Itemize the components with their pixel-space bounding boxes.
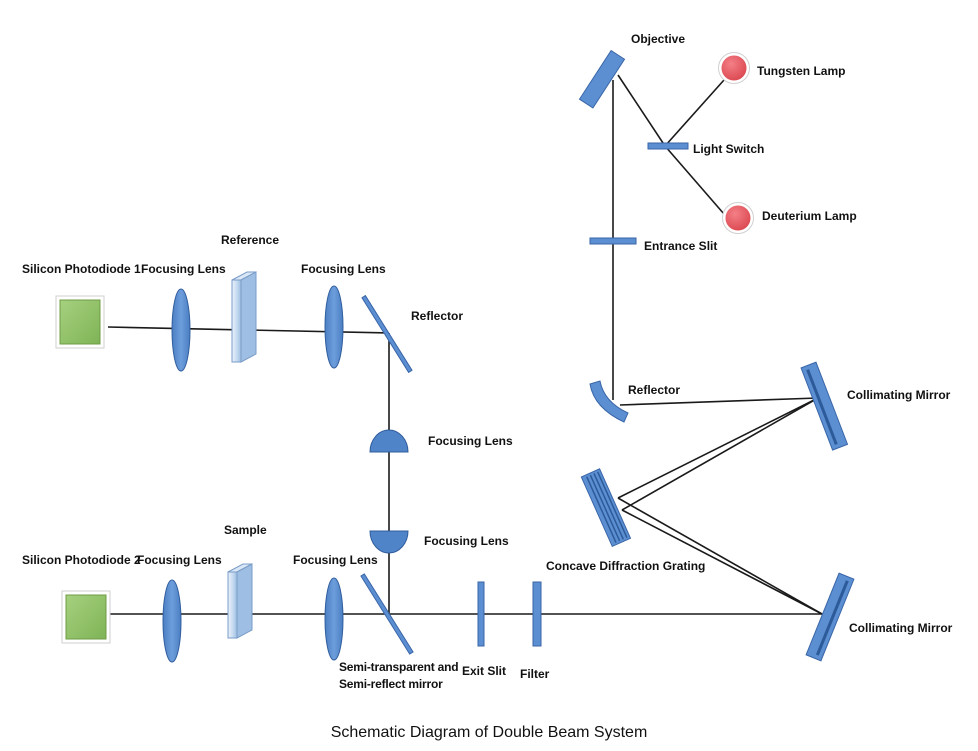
ray-switch-objective <box>617 74 666 147</box>
label-collimating-mirror-top: Collimating Mirror <box>847 388 951 402</box>
label-semi-mirror-line2: Semi-reflect mirror <box>339 677 443 691</box>
silicon-photodiode-2 <box>61 590 111 644</box>
semi-transparent-mirror <box>360 573 414 655</box>
ray-grating-collimator2-a <box>617 497 823 615</box>
focusing-lens-3 <box>162 579 182 663</box>
concave-diffraction-grating <box>580 468 632 548</box>
focusing-lens-mid-bottom <box>369 530 409 554</box>
reflector-plane-mirror <box>361 294 413 374</box>
label-entrance-slit: Entrance Slit <box>644 239 717 253</box>
label-concave-grating: Concave Diffraction Grating <box>546 559 705 573</box>
ray-lamp-tungsten-switch <box>664 79 725 147</box>
label-focusing-lens-4: Focusing Lens <box>293 553 378 567</box>
label-tungsten-lamp: Tungsten Lamp <box>757 64 845 78</box>
focusing-lens-2 <box>324 285 344 369</box>
label-deuterium-lamp: Deuterium Lamp <box>762 209 857 223</box>
collimating-mirror-top <box>800 361 849 451</box>
filter <box>532 581 542 647</box>
label-collimating-mirror-bottom: Collimating Mirror <box>849 621 953 635</box>
label-objective: Objective <box>631 32 685 46</box>
label-light-switch: Light Switch <box>693 142 764 156</box>
ray-reflector-collimator <box>619 397 819 406</box>
entrance-slit <box>589 237 637 245</box>
label-reflector-top: Reflector <box>628 383 680 397</box>
light-switch <box>647 142 689 150</box>
ray-collimator-grating-b <box>621 397 819 511</box>
ray-grating-collimator2-b <box>621 509 823 615</box>
label-focusing-lens-mid-top: Focusing Lens <box>428 434 513 448</box>
diagram-caption: Schematic Diagram of Double Beam System <box>331 724 648 741</box>
focusing-lens-mid-top <box>369 429 409 453</box>
focusing-lens-1 <box>171 288 191 372</box>
silicon-photodiode-1 <box>55 295 105 349</box>
reflector-curved-mirror <box>589 380 629 423</box>
deuterium-lamp <box>722 202 754 234</box>
label-focusing-lens-mid-bottom: Focusing Lens <box>424 534 509 548</box>
collimating-mirror-bottom <box>805 572 855 662</box>
labels: Objective Tungsten Lamp Light Switch Deu… <box>22 32 953 741</box>
label-focusing-lens-2: Focusing Lens <box>301 262 386 276</box>
reference-cuvette <box>231 271 257 363</box>
label-sample: Sample <box>224 523 267 537</box>
focusing-lens-4 <box>324 577 344 661</box>
label-reflector-left: Reflector <box>411 309 463 323</box>
sample-cuvette <box>227 563 253 639</box>
tungsten-lamp <box>718 52 750 84</box>
objective-mirror <box>578 49 626 109</box>
label-reference: Reference <box>221 233 279 247</box>
label-exit-slit: Exit Slit <box>462 664 506 678</box>
label-focusing-lens-3: Focusing Lens <box>137 553 222 567</box>
label-silicon-photodiode-2: Silicon Photodiode 2 <box>22 553 141 567</box>
label-semi-mirror-line1: Semi-transparent and <box>339 660 458 674</box>
label-silicon-photodiode-1: Silicon Photodiode 1 <box>22 262 141 276</box>
ray-collimator-grating-a <box>617 397 819 499</box>
exit-slit <box>477 581 485 647</box>
ray-lamp-deuterium-switch <box>664 145 725 215</box>
label-filter: Filter <box>520 667 550 681</box>
label-focusing-lens-1: Focusing Lens <box>141 262 226 276</box>
